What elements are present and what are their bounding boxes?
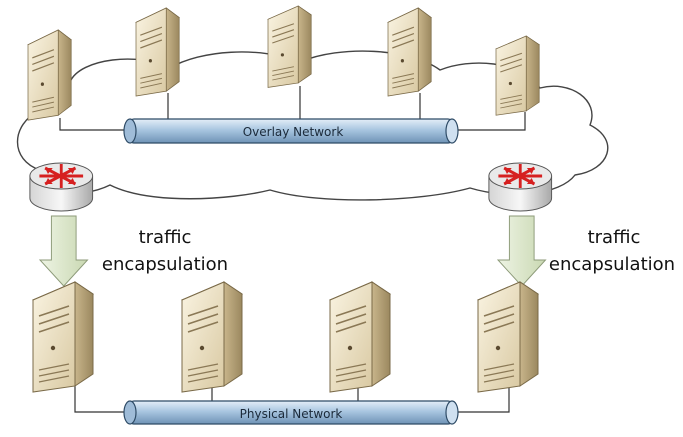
overlay-server-icon bbox=[267, 5, 312, 88]
overlay-network-label: Overlay Network bbox=[243, 125, 344, 139]
overlay-links bbox=[59, 86, 526, 131]
overlay-cloud bbox=[16, 50, 609, 201]
left-annotation-line1: traffic bbox=[139, 227, 192, 248]
overlay-server-icon bbox=[135, 7, 180, 97]
overlay-network-pipe: Overlay Network bbox=[123, 118, 459, 144]
physical-server-icon bbox=[181, 281, 243, 393]
physical-server-icon bbox=[477, 281, 539, 393]
physical-links bbox=[74, 384, 510, 413]
right-annotation-line1: traffic bbox=[588, 227, 641, 248]
left-annotation-line2: encapsulation bbox=[102, 254, 228, 275]
overlay-server-icon bbox=[27, 29, 72, 121]
overlay-server-icon bbox=[495, 35, 540, 116]
right-annotation-line2: encapsulation bbox=[549, 254, 675, 275]
router-icon bbox=[28, 161, 95, 213]
down-arrow-icon bbox=[497, 215, 546, 287]
physical-network-label: Physical Network bbox=[240, 407, 343, 421]
overlay-server-icon bbox=[387, 7, 432, 97]
physical-network-pipe: Physical Network bbox=[123, 400, 459, 425]
physical-server-icon bbox=[329, 281, 391, 393]
router-icon bbox=[487, 161, 554, 213]
down-arrow-icon bbox=[39, 215, 88, 287]
physical-server-icon bbox=[32, 281, 94, 393]
